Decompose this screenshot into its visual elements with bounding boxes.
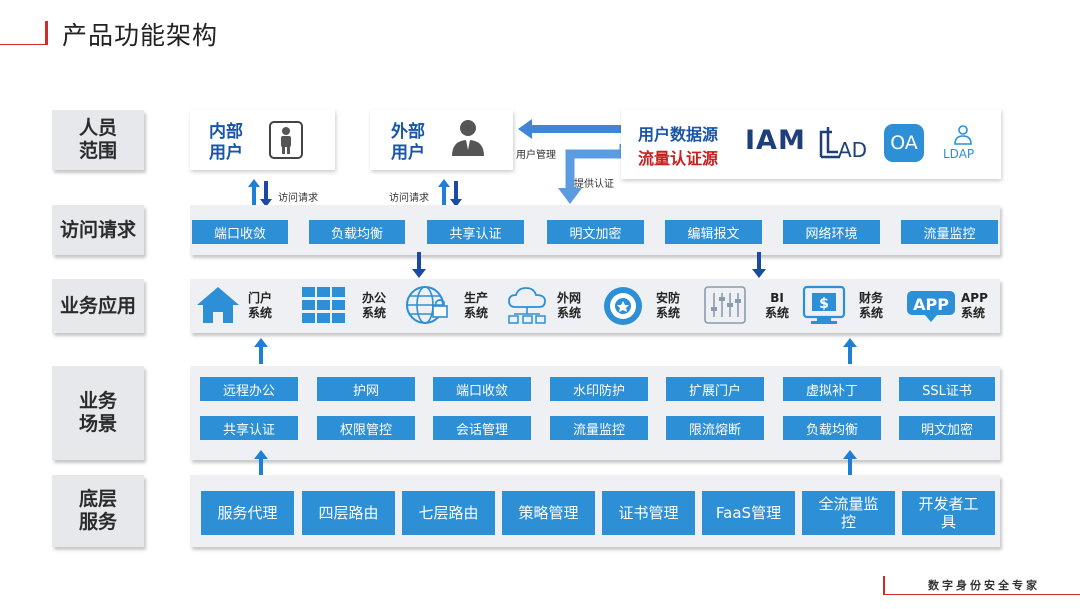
iam-logo: IAM	[745, 125, 806, 156]
footer-decor-bar	[883, 576, 885, 594]
row-label-apps: 业务应用	[52, 279, 144, 333]
finance-screen-icon: $	[801, 284, 847, 326]
access-tag: 端口收敛	[192, 220, 288, 244]
request-arrows-external	[438, 179, 462, 207]
request-note-external: 访问请求	[389, 193, 429, 204]
home-icon	[195, 285, 241, 325]
user-mgmt-arrow	[518, 117, 622, 141]
scenario-tag: 水印防护	[550, 377, 648, 401]
business-person-icon	[446, 116, 490, 160]
external-user-box	[370, 110, 513, 170]
up-arrow	[254, 450, 268, 476]
ldap-icon	[952, 124, 974, 146]
scenario-tag: 流量监控	[550, 416, 648, 440]
service-tag: 证书管理	[602, 491, 695, 535]
request-note-internal: 访问请求	[278, 193, 318, 204]
ldap-label: LDAP	[943, 147, 975, 161]
traffic-source-label: 流量认证源	[638, 149, 719, 168]
footer-decor-line	[883, 594, 1080, 595]
scenario-tag: 会话管理	[433, 416, 531, 440]
service-tag: FaaS管理	[702, 491, 795, 535]
row-label-services: 底层 服务	[52, 475, 144, 547]
app-label: 外网 系统	[557, 291, 582, 320]
app-label: BI 系统	[765, 291, 790, 320]
app-label: 门户 系统	[248, 291, 273, 320]
scenario-tag: 端口收敛	[433, 377, 531, 401]
person-icon	[268, 120, 304, 160]
access-tag: 负载均衡	[309, 220, 405, 244]
app-label: 办公 系统	[362, 291, 387, 320]
down-arrow	[752, 252, 766, 278]
scenario-tag: 权限管控	[317, 416, 415, 440]
cloud-network-icon	[505, 285, 551, 325]
service-tag: 策略管理	[502, 491, 595, 535]
footer-slogan: 数字身份安全专家	[928, 579, 1040, 592]
scenario-tag: 远程办公	[200, 377, 298, 401]
title-decor-bar	[45, 21, 48, 45]
equalizer-icon	[703, 285, 747, 325]
page-title: 产品功能架构	[62, 21, 219, 50]
service-tag: 服务代理	[201, 491, 294, 535]
app-label: 安防 系统	[656, 291, 681, 320]
internal-user-box	[190, 110, 335, 170]
access-tag: 共享认证	[427, 220, 524, 244]
access-tag: 网络环境	[783, 220, 880, 244]
row-label-scenarios: 业务 场景	[52, 366, 144, 460]
scenario-tag: SSL证书	[899, 377, 995, 401]
svg-text:APP: APP	[913, 295, 949, 314]
scenario-tag: 限流熔断	[666, 416, 764, 440]
ad-icon	[818, 124, 876, 160]
scenario-tag: 虚拟补丁	[783, 377, 881, 401]
app-label: 财务 系统	[859, 291, 884, 320]
access-tag: 流量监控	[901, 220, 998, 244]
service-tag: 全流量监 控	[802, 491, 895, 535]
up-arrow	[843, 338, 857, 364]
app-label: 生产 系统	[464, 291, 489, 320]
title-decor-line	[0, 44, 45, 45]
provide-auth-note: 提供认证	[574, 179, 614, 190]
provide-auth-arrow	[548, 140, 629, 206]
access-tag: 编辑报文	[665, 220, 762, 244]
app-icon: APP	[905, 289, 957, 323]
app-label: APP 系统	[961, 291, 988, 320]
scenario-tag: 共享认证	[200, 416, 298, 440]
grid-icon	[300, 285, 348, 325]
svg-text:$: $	[819, 296, 829, 312]
user-mgmt-note: 用户管理	[516, 150, 556, 161]
service-tag: 四层路由	[302, 491, 395, 535]
scenario-tag: 扩展门户	[666, 377, 764, 401]
service-tag: 开发者工 具	[902, 491, 995, 535]
request-arrows-internal	[248, 179, 272, 207]
scenario-tag: 明文加密	[899, 416, 995, 440]
service-tag: 七层路由	[402, 491, 495, 535]
ad-label: AD	[838, 138, 868, 162]
access-tag: 明文加密	[547, 220, 644, 244]
down-arrow	[412, 252, 426, 278]
oa-icon: OA	[884, 124, 924, 162]
row-label-access: 访问请求	[52, 205, 144, 255]
up-arrow	[254, 338, 268, 364]
globe-lock-icon	[403, 284, 451, 326]
scenario-tag: 护网	[317, 377, 415, 401]
user-source-box	[621, 109, 1001, 179]
row-label-personnel: 人员 范围	[52, 110, 144, 170]
external-user-label: 外部 用户	[391, 122, 425, 163]
up-arrow	[843, 450, 857, 476]
scenario-tag: 负载均衡	[783, 416, 881, 440]
security-badge-icon	[601, 284, 645, 328]
user-source-label: 用户数据源	[638, 125, 719, 144]
internal-user-label: 内部 用户	[209, 122, 243, 163]
